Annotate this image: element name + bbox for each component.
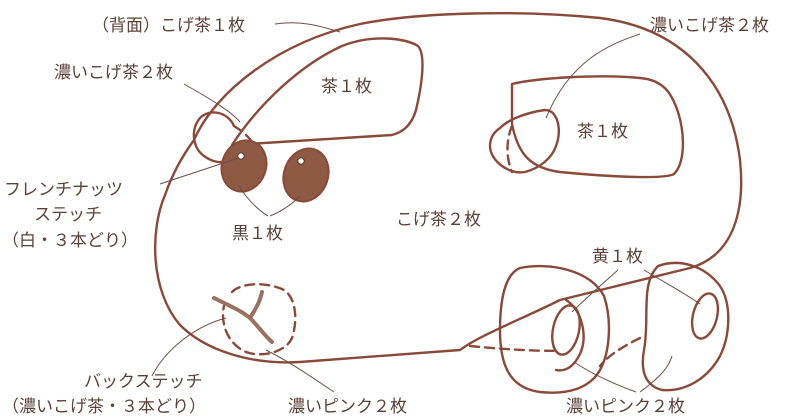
wheel-left-outline bbox=[498, 264, 611, 394]
right-eye-highlight bbox=[297, 157, 305, 165]
ear-outline bbox=[192, 111, 236, 164]
leader-koi-koge-cha-left bbox=[183, 83, 241, 123]
wheel-left-front bbox=[554, 298, 585, 372]
leader-kuro-b bbox=[269, 195, 301, 217]
leader-back-stitch bbox=[151, 317, 227, 377]
left-eye-highlight bbox=[237, 152, 245, 160]
window-top bbox=[230, 37, 424, 147]
label-french-knot-3: （白・３本どり） bbox=[2, 231, 138, 251]
mouth-stitch-branch bbox=[248, 290, 264, 320]
right-eye bbox=[282, 147, 330, 203]
label-koge-cha-body: こげ茶２枚 bbox=[396, 210, 481, 230]
label-french-knot-1: フレンチナッツ bbox=[4, 180, 123, 200]
leader-koi-pink-right-a bbox=[573, 361, 637, 393]
left-eye bbox=[220, 139, 268, 193]
label-back-stitch-1: バックステッチ bbox=[84, 372, 203, 392]
label-back-koge-cha: （背面）こげ茶１枚 bbox=[92, 16, 245, 36]
label-cha-window-side: 茶１枚 bbox=[577, 122, 628, 142]
wheel-right-stitch bbox=[598, 336, 642, 368]
label-back-stitch-2: （濃いこげ茶・３本どり） bbox=[2, 397, 206, 417]
label-ki: 黄１枚 bbox=[592, 247, 643, 267]
leader-french-knot bbox=[159, 157, 239, 185]
leader-ki-b bbox=[643, 269, 701, 305]
wheel-right-outline bbox=[641, 261, 730, 392]
label-koi-pink-right: 濃いピンク２枚 bbox=[566, 397, 685, 417]
label-kuro: 黒１枚 bbox=[232, 224, 283, 244]
body-outline bbox=[154, 12, 743, 364]
label-koi-koge-cha-left: 濃いこげ茶２枚 bbox=[54, 63, 173, 83]
leader-koi-pink-left bbox=[265, 349, 335, 393]
window-side bbox=[510, 75, 685, 179]
label-french-knot-2: ステッチ bbox=[34, 205, 102, 225]
leader-koi-pink-right-b bbox=[639, 355, 673, 393]
side-ear-stitch bbox=[506, 124, 514, 174]
leader-back-koge-cha bbox=[274, 22, 341, 33]
leader-ki-a bbox=[571, 269, 619, 313]
wheel-left-hub bbox=[551, 304, 581, 356]
label-koi-koge-cha-right: 濃いこげ茶２枚 bbox=[650, 16, 769, 36]
wheel-right-hub bbox=[690, 292, 720, 340]
label-koi-pink-left: 濃いピンク２枚 bbox=[288, 397, 407, 417]
leader-kuro-a bbox=[237, 184, 269, 217]
side-ear bbox=[488, 108, 560, 174]
leader-koi-koge-cha-right bbox=[545, 33, 641, 119]
cheek-stitch-circle bbox=[221, 283, 297, 356]
label-cha-window-top: 茶１枚 bbox=[321, 77, 372, 97]
